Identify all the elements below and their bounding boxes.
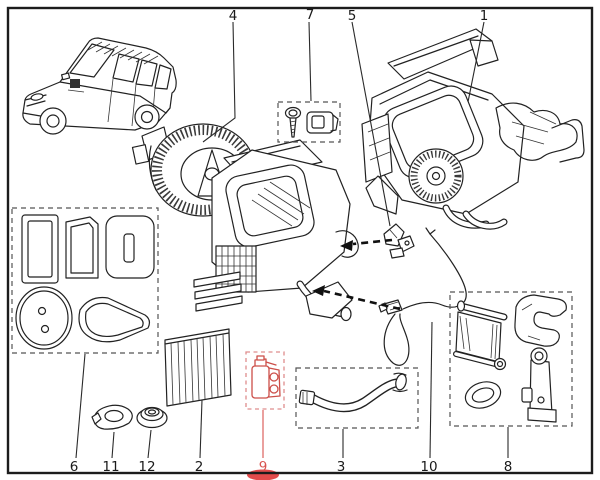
hood-emblem: [70, 79, 80, 88]
fastener-kit-art: [284, 106, 339, 138]
expansion-valve-art[interactable]: [251, 355, 281, 399]
leader-line-7: [308, 21, 312, 102]
leader-line-6: [75, 353, 86, 459]
leader-lines: [75, 21, 509, 459]
callout-8[interactable]: 8: [504, 459, 513, 475]
evaporator-kit-art: [453, 294, 567, 423]
leader-line-1: [467, 21, 485, 103]
callout-7[interactable]: 7: [306, 7, 315, 23]
vehicle-illustration: [22, 37, 177, 135]
callout-4[interactable]: 4: [229, 8, 238, 24]
hvac-assembly-art: [361, 28, 585, 230]
callout-1[interactable]: 1: [480, 8, 489, 24]
evaporator-kit-box: [449, 291, 573, 427]
install-arrow-lower: [312, 285, 401, 311]
temp-sensor-wire-art: [378, 227, 467, 366]
leader-line-5: [351, 21, 391, 227]
leader-line-12: [147, 429, 152, 459]
install-arrow-upper: [340, 238, 393, 251]
callout-6[interactable]: 6: [70, 459, 79, 475]
leader-line-11: [111, 431, 115, 459]
callout-3[interactable]: 3: [337, 459, 346, 475]
cabin-filter-art: [164, 328, 232, 407]
seal-kit-box: [11, 207, 159, 354]
callout-2[interactable]: 2: [195, 459, 204, 475]
hose-box: [295, 367, 419, 429]
hvac-housing-exploded-art: [193, 139, 359, 322]
leader-line-10: [429, 321, 433, 459]
seal-kit-art: [15, 214, 155, 350]
callout-10[interactable]: 10: [420, 459, 437, 475]
diagram-border: [6, 6, 594, 475]
leader-line-4: [202, 21, 236, 143]
fastener-kit-box: [277, 101, 341, 143]
expansion-valve-highlight-box[interactable]: [245, 351, 285, 410]
leader-line-2: [199, 399, 203, 459]
grommet-teardrop-art: [91, 404, 133, 430]
callout-9[interactable]: 9: [259, 459, 268, 475]
vent-slats: [193, 271, 243, 312]
hose-art: [298, 372, 408, 413]
callout-12[interactable]: 12: [138, 459, 155, 475]
callout-11[interactable]: 11: [102, 459, 119, 475]
grommet-round-art: [136, 406, 168, 429]
callout-5[interactable]: 5: [348, 8, 357, 24]
